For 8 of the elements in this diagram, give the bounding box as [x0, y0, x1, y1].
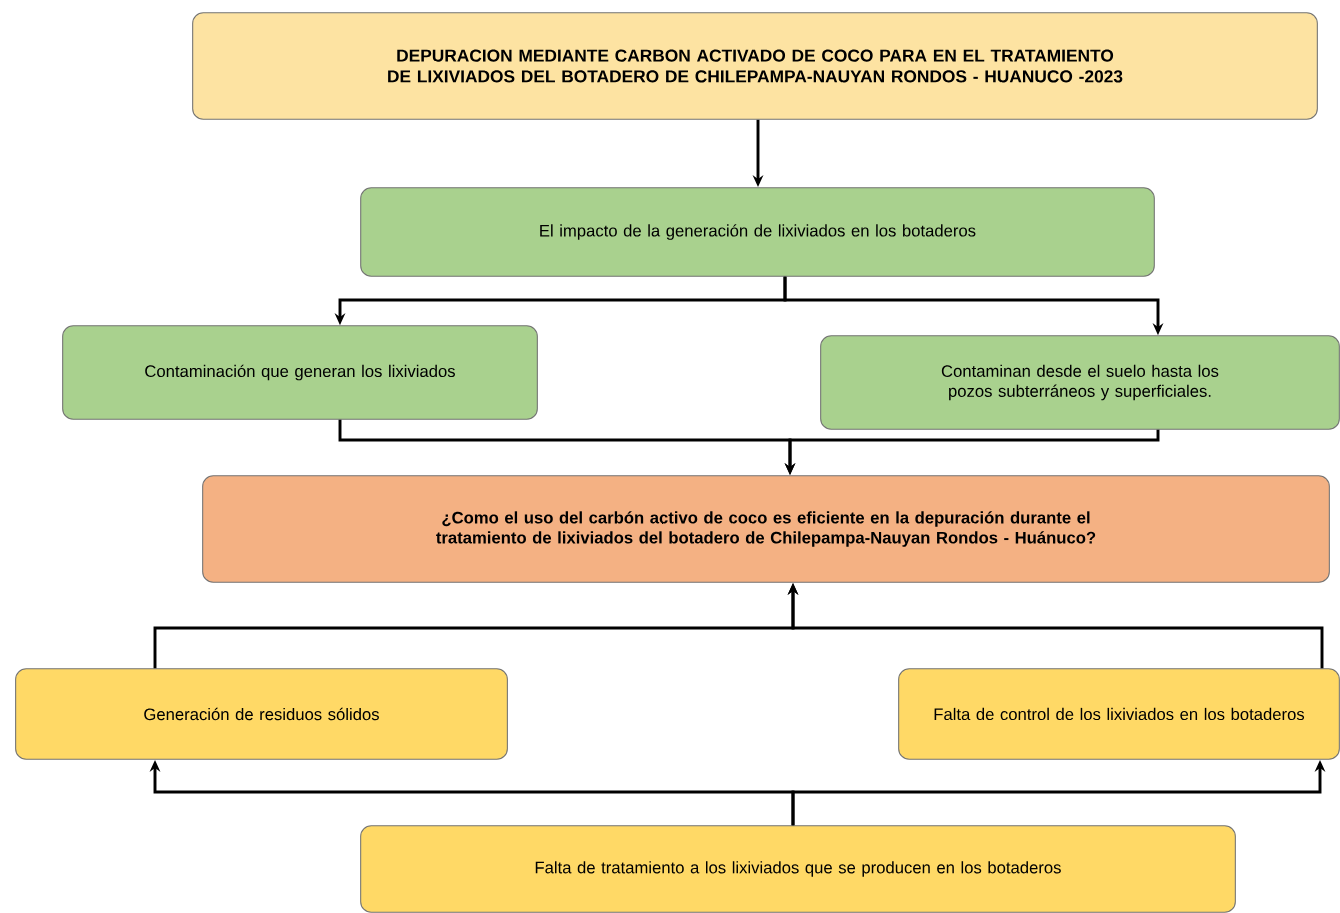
process-box: Falta de control de los lixiviados en los botaderos: [898, 668, 1340, 760]
question-box: ¿Como el uso del carbón activo de coco es eficiente en la depuración durante el tratamiento de lixiviados del botadero de Chilepampa-Nauyan Rondos - Huánuco?: [202, 475, 1330, 583]
title-box: DEPURACION MEDIANTE CARBON ACTIVADO DE COCO PARA EN EL TRATAMIENTO DE LIXIVIADOS DEL BOTADERO DE CHILEPAMPA-NAUYAN RONDOS - HUANUCO -2023: [192, 12, 1318, 120]
process-box: Contaminación que generan los lixiviados: [62, 325, 538, 420]
process-box: Generación de residuos sólidos: [15, 668, 508, 760]
process-box: El impacto de la generación de lixiviados en los botaderos: [360, 187, 1155, 277]
process-box: Contaminan desde el suelo hasta los pozos subterráneos y superficiales.: [820, 335, 1340, 430]
process-box: Falta de tratamiento a los lixiviados que se producen en los botaderos: [360, 825, 1236, 913]
